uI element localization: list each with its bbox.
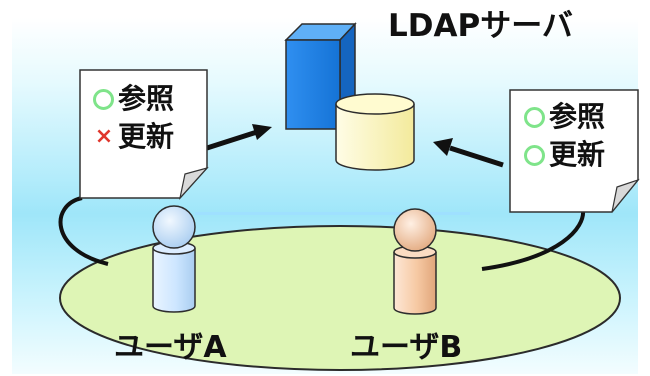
note-a-row-update: × 更新 xyxy=(93,118,174,156)
user-a-label: ユーザA xyxy=(114,330,227,365)
note-b-view-label: 参照 xyxy=(549,100,606,133)
user-b-figure xyxy=(393,208,437,315)
note-b-row-view: 参照 xyxy=(524,98,605,136)
highlight-line xyxy=(195,212,470,215)
connector-b xyxy=(481,209,586,271)
arrow-a-to-server xyxy=(206,124,272,151)
arrow-b-to-server xyxy=(433,138,504,168)
network-ellipse xyxy=(59,225,621,371)
user-a-figure xyxy=(152,205,196,313)
database-icon xyxy=(335,93,415,171)
note-b-row-update: 更新 xyxy=(524,136,605,174)
user-b-label: ユーザB xyxy=(350,330,463,365)
circle-mark-icon xyxy=(524,106,545,128)
circle-mark-icon xyxy=(524,144,545,166)
note-a-view-label: 参照 xyxy=(118,82,175,115)
note-b-update-label: 更新 xyxy=(549,138,606,171)
circle-mark-icon xyxy=(93,88,114,110)
note-b-content: 参照 更新 xyxy=(524,98,605,174)
note-a-content: 参照 × 更新 xyxy=(93,80,174,156)
note-a-update-label: 更新 xyxy=(118,120,175,153)
server-title: LDAPサーバ xyxy=(388,8,573,44)
cross-mark-icon: × xyxy=(94,124,114,149)
note-a-row-view: 参照 xyxy=(93,80,174,118)
connector-a xyxy=(58,196,109,266)
